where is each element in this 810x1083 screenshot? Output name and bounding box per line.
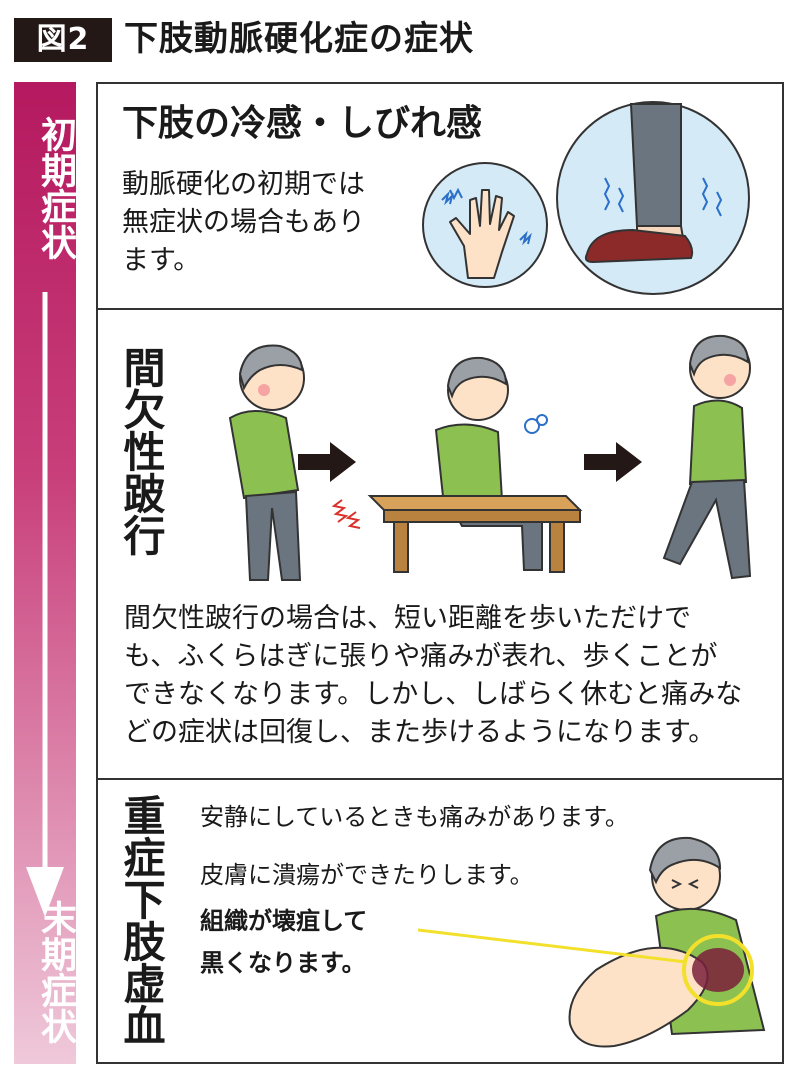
claudication-body: 間欠性跛行の場合は、短い距離を歩いただけで も、ふくらはぎに張りや痛みが表れ、歩… — [124, 600, 742, 752]
panel-cold-body: 動脈硬化の初期では 無症状の場合もあり ます。 — [122, 166, 365, 280]
panel-cold-line: ます。 — [122, 245, 201, 276]
claudication-line: も、ふくらはぎに張りや痛みが表れ、歩くことが — [124, 641, 718, 672]
ischemia-line-rest-pain: 安静にしているときも痛みがあります。 — [200, 803, 629, 831]
claudication-line: どの症状は回復し、また歩けるようになります。 — [124, 717, 716, 748]
panel-cold-numbness: 下肢の冷感・しびれ感 動脈硬化の初期では 無症状の場合もあり ます。 — [96, 82, 784, 310]
ischemia-line-gangrene: 組織が壊疽して — [200, 907, 368, 935]
late-stage-label: 末期症状 — [35, 900, 76, 1044]
man-resting-bench-icon — [367, 356, 583, 573]
cold-foot-icon — [556, 101, 750, 295]
claudication-line: 間欠性跛行の場合は、短い距離を歩いただけで — [124, 603, 691, 634]
panel-critical-ischemia: 重症下肢虚血 安静にしているときも痛みがあります。 皮膚に潰瘍ができたりします。… — [96, 778, 784, 1064]
gangrene-foot-icon — [418, 836, 766, 1048]
panel-cold-line: 動脈硬化の初期では — [122, 169, 365, 200]
ischemia-side-heading: 重症下肢虚血 — [117, 794, 166, 1046]
cold-hand-icon — [422, 162, 548, 288]
arrow-right-icon — [298, 442, 356, 482]
claudication-line: できなくなります。しかし、しばらく休むと痛みな — [124, 679, 743, 710]
progression-sidebar: 初期症状 末期症状 — [14, 82, 76, 1064]
panel-cold-line: 無症状の場合もあり — [122, 207, 365, 238]
figure-title: 下肢動脈硬化症の症状 — [124, 19, 474, 59]
arrow-right-icon — [584, 442, 642, 482]
figure-badge: 図2 — [14, 18, 112, 62]
ischemia-line-black: 黒くなります。 — [200, 949, 366, 977]
claudication-side-heading: 間欠性跛行 — [117, 346, 166, 556]
panel-cold-heading: 下肢の冷感・しびれ感 — [122, 103, 483, 144]
man-walking-icon — [662, 334, 752, 580]
panel-claudication: 間欠性跛行 間欠性跛行の場合は、短い距離を歩いただけで — [96, 308, 784, 780]
man-leg-pain-icon — [228, 344, 361, 581]
progression-arrow-icon — [26, 292, 64, 917]
ischemia-line-ulcer: 皮膚に潰瘍ができたりします。 — [200, 861, 534, 889]
early-stage-label: 初期症状 — [35, 116, 76, 260]
